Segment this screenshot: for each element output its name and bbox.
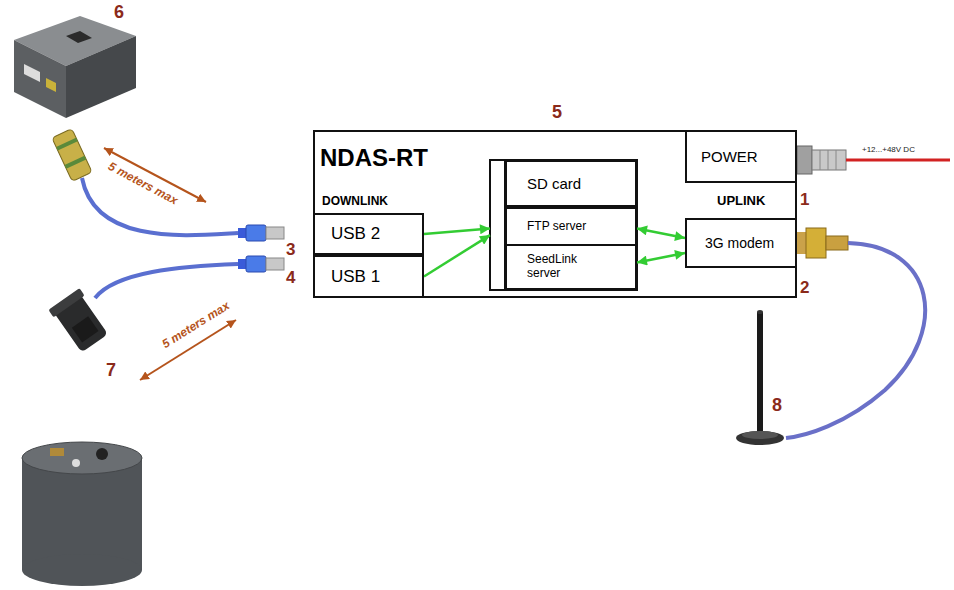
group-outline — [490, 160, 637, 290]
callout-number: 5 — [552, 102, 562, 123]
round-connector — [52, 129, 92, 182]
module-label: POWER — [701, 148, 758, 165]
callout-number: 2 — [800, 278, 809, 298]
power-wire — [846, 159, 950, 162]
usb-tip — [266, 258, 284, 270]
power-nut — [797, 146, 812, 174]
plug-ridge — [828, 150, 829, 170]
sensor-part — [96, 448, 108, 460]
cube-top — [14, 16, 136, 66]
callout-number: 6 — [114, 2, 124, 23]
usb-body — [246, 256, 266, 272]
connector-ring — [65, 156, 87, 169]
callout-number: 7 — [106, 360, 116, 381]
plug-ridge — [820, 150, 821, 170]
sensor-top — [22, 442, 142, 474]
module-box: USB 1 — [313, 255, 424, 298]
cube-side — [14, 40, 66, 118]
data-flow-arrow — [637, 228, 685, 238]
callout-number: 4 — [286, 268, 295, 288]
connector-ring — [48, 288, 84, 317]
connector-ring — [56, 138, 78, 151]
antenna-socket — [797, 232, 806, 254]
module-box: SD card — [505, 160, 637, 207]
length-note: 5 meters max — [160, 299, 232, 351]
callout-number: 3 — [286, 240, 295, 260]
antenna-base — [736, 431, 784, 445]
connector-clip — [72, 316, 99, 342]
callout-number: 8 — [772, 395, 782, 416]
cube-socket — [46, 78, 56, 92]
sensor-base — [22, 554, 142, 586]
usb-cable — [95, 264, 238, 298]
sensor-part — [72, 459, 80, 467]
sensor-part — [50, 448, 64, 456]
usb-boot — [238, 259, 248, 269]
connector-body — [52, 129, 92, 182]
device-box: NDAS-RT DOWNLINK UPLINK USB 2 USB 1 SD cardFT… — [313, 130, 797, 298]
module-box: FTP server — [505, 207, 637, 246]
module-label: SeedLink server — [527, 253, 591, 281]
antenna-base — [742, 431, 778, 439]
module-box: USB 2 — [313, 213, 424, 255]
data-flow-arrow — [424, 228, 490, 234]
antenna-plug — [826, 236, 848, 250]
device-title: NDAS-RT — [320, 144, 428, 172]
module-label: USB 1 — [331, 267, 380, 287]
module-label: 3G modem — [705, 235, 774, 251]
power-plug — [812, 150, 846, 170]
usb-tip — [266, 227, 284, 239]
usb-body — [246, 225, 266, 241]
data-flow-arrow — [637, 253, 685, 262]
module-box: SeedLink server — [505, 244, 637, 290]
cube-front — [66, 36, 136, 118]
cube-socket — [24, 64, 40, 82]
usb-boot — [238, 228, 248, 238]
module-box: 3G modem — [685, 218, 797, 268]
callout-number: 1 — [800, 190, 809, 210]
module-label: SD card — [527, 175, 581, 192]
antenna-cable — [786, 243, 925, 438]
antenna-nut — [806, 228, 826, 258]
module-label: USB 2 — [331, 224, 380, 244]
sensor-body — [22, 458, 142, 570]
voltage-note: +12...+48V DC — [862, 145, 915, 154]
length-note: 5 meters max — [106, 160, 180, 208]
cube-window — [66, 31, 92, 43]
module-label: FTP server — [527, 220, 586, 234]
data-flow-arrow — [424, 235, 490, 276]
module-box: POWER — [685, 130, 797, 183]
section-heading: DOWNLINK — [322, 195, 388, 209]
antenna-rod — [757, 312, 763, 434]
section-heading: UPLINK — [717, 194, 765, 209]
plug-ridge — [836, 150, 837, 170]
antenna-tip — [757, 310, 763, 314]
connector-body — [52, 292, 108, 353]
military-connector — [48, 288, 110, 354]
